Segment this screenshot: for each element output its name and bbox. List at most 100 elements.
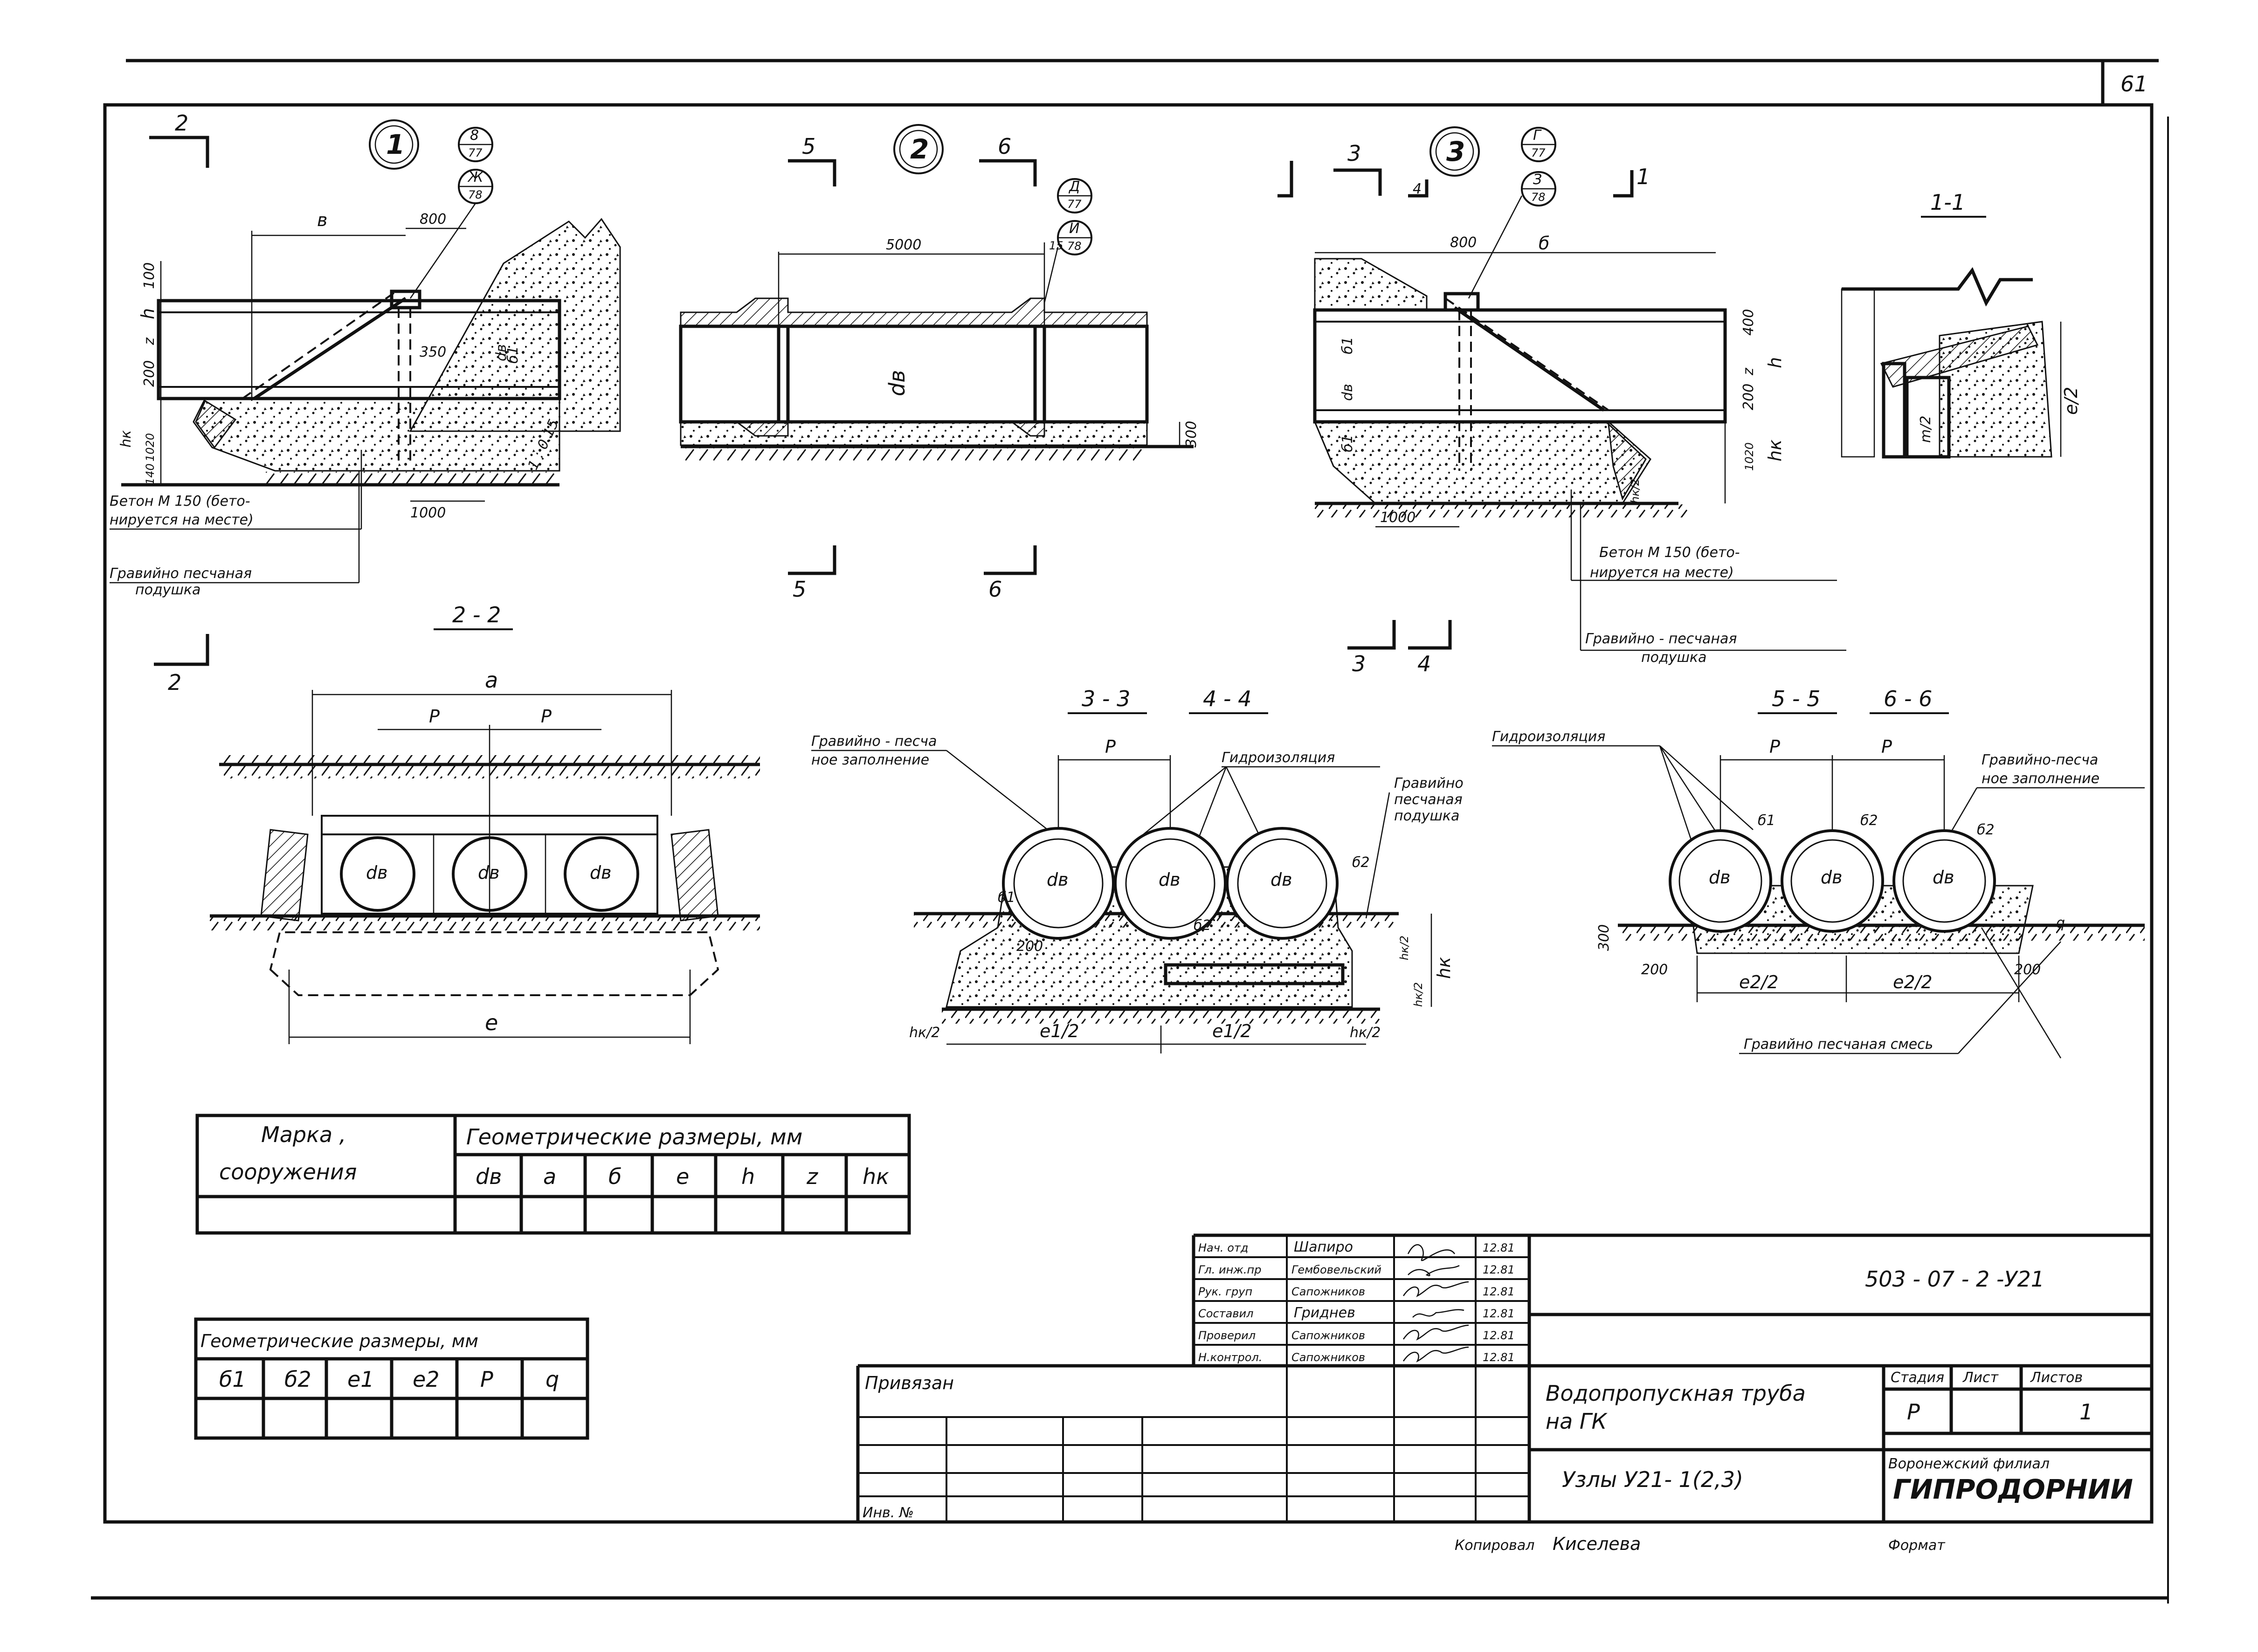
handwritten-signatures	[1402, 1244, 1469, 1363]
svg-text:6: 6	[998, 134, 1011, 159]
svg-text:Г: Г	[1533, 127, 1542, 144]
svg-text:P: P	[1881, 737, 1892, 757]
svg-text:3 - 3: 3 - 3	[1082, 686, 1130, 711]
svg-text:нируется на месте): нируется на месте)	[1590, 564, 1734, 581]
svg-text:hк: hк	[1765, 440, 1785, 461]
svg-text:12.81: 12.81	[1483, 1329, 1515, 1342]
drawing-code: 503 - 07 - 2 -У21	[1865, 1267, 2044, 1292]
svg-text:Гравийно - песча: Гравийно - песча	[811, 733, 937, 750]
svg-text:200: 200	[1740, 384, 1757, 410]
svg-text:6: 6	[988, 577, 1002, 602]
svg-text:5: 5	[802, 134, 815, 159]
svg-text:Нач. отд: Нач. отд	[1198, 1241, 1248, 1254]
svg-text:dв: dв	[590, 862, 612, 883]
page-number: 61	[2120, 71, 2148, 96]
svg-text:dв: dв	[884, 370, 910, 396]
svg-text:Привязан: Привязан	[865, 1373, 954, 1393]
svg-text:Гравийно: Гравийно	[1394, 775, 1464, 792]
svg-text:P: P	[480, 1367, 493, 1392]
section-5-5-6-6-drawing: 5 - 5 6 - 6 Гидроизоляция Гравийно-песча…	[1492, 686, 2145, 1059]
svg-text:Гравийно - песчаная: Гравийно - песчаная	[1585, 631, 1737, 647]
svg-text:Копировал: Копировал	[1455, 1537, 1534, 1554]
dimensions-table-1: Марка , сооружения Геометрические размер…	[195, 1114, 911, 1235]
svg-text:300: 300	[1596, 924, 1612, 951]
svg-text:12.81: 12.81	[1483, 1263, 1515, 1276]
svg-text:P: P	[429, 706, 440, 727]
svg-text:dв: dв	[366, 862, 388, 883]
node-2-number: 2	[910, 133, 929, 165]
svg-text:Гриднев: Гриднев	[1294, 1305, 1355, 1321]
svg-text:800: 800	[1450, 234, 1477, 251]
svg-text:1020: 1020	[144, 433, 157, 461]
svg-text:И: И	[1069, 220, 1079, 237]
svg-text:200: 200	[2014, 962, 2041, 978]
svg-text:б1: б1	[998, 889, 1015, 906]
svg-text:2 - 2: 2 - 2	[452, 602, 501, 627]
svg-text:Инв. №: Инв. №	[863, 1505, 914, 1521]
svg-text:a: a	[543, 1164, 556, 1189]
svg-text:12.81: 12.81	[1483, 1307, 1515, 1320]
svg-text:б2: б2	[1352, 854, 1370, 871]
svg-text:e2/2: e2/2	[1739, 972, 1779, 992]
svg-text:P: P	[541, 706, 552, 727]
svg-text:б1: б1	[1340, 337, 1356, 354]
dimensions-table-2: Геометрические размеры, мм б1 б2 e1 e2 P…	[194, 1317, 589, 1440]
node-3-number: 3	[1446, 136, 1465, 167]
svg-text:3: 3	[1352, 651, 1366, 676]
svg-text:Геометрические размеры, мм: Геометрические размеры, мм	[466, 1124, 802, 1150]
svg-text:Гравийно-песча: Гравийно-песча	[1982, 752, 2098, 768]
svg-text:hк/2: hк/2	[1412, 982, 1425, 1007]
svg-text:1: 1	[2079, 1399, 2093, 1425]
section-2-2-drawing: 2 - 2 2 dв dв dв a P P e	[154, 602, 760, 1044]
svg-text:Киселева: Киселева	[1553, 1534, 1641, 1554]
svg-text:Марка ,: Марка ,	[261, 1122, 346, 1147]
svg-text:Стадия: Стадия	[1891, 1370, 1944, 1386]
svg-text:h: h	[1765, 357, 1785, 368]
section-3-3-4-4-drawing: 3 - 3 4 - 4 Гравийно - песча ное заполне…	[811, 686, 1464, 1053]
svg-text:z: z	[1740, 367, 1757, 376]
svg-text:m/2: m/2	[1918, 416, 1934, 443]
svg-text:б1: б1	[505, 346, 521, 364]
node-2-drawing: 2 5 6 Д77 И78 dв 5000 15 300 5 6	[679, 124, 1200, 602]
svg-text:песчаная: песчаная	[1394, 792, 1463, 808]
svg-text:Составил: Составил	[1198, 1307, 1253, 1320]
svg-text:б1: б1	[1758, 812, 1775, 829]
svg-text:hк: hк	[863, 1164, 889, 1189]
svg-text:б: б	[1539, 233, 1549, 254]
svg-text:e: e	[485, 1010, 498, 1035]
section-1-1-drawing: 1-1 m/2 е/2	[1841, 190, 2081, 459]
svg-text:2: 2	[175, 110, 188, 136]
svg-text:б2: б2	[1194, 917, 1211, 934]
svg-text:77: 77	[1067, 198, 1082, 211]
svg-text:6 - 6: 6 - 6	[1884, 686, 1932, 711]
svg-text:2: 2	[168, 670, 181, 695]
svg-text:4: 4	[1417, 651, 1431, 676]
svg-text:Листов: Листов	[2030, 1370, 2083, 1386]
svg-text:q: q	[2056, 915, 2065, 931]
svg-text:б: б	[608, 1164, 621, 1189]
svg-text:в: в	[317, 210, 327, 230]
svg-text:e1/2: e1/2	[1212, 1021, 1252, 1041]
svg-text:5: 5	[793, 577, 806, 602]
svg-text:800: 800	[420, 211, 446, 227]
svg-text:dв: dв	[1047, 869, 1069, 890]
svg-text:ное заполнение: ное заполнение	[811, 752, 929, 768]
svg-text:77: 77	[468, 146, 483, 159]
svg-text:78: 78	[1067, 240, 1082, 253]
svg-text:Сапожников: Сапожников	[1291, 1329, 1365, 1342]
svg-text:б2: б2	[1860, 812, 1878, 829]
svg-text:Сапожников: Сапожников	[1291, 1351, 1365, 1364]
svg-text:ГИПРОДОРНИИ: ГИПРОДОРНИИ	[1893, 1473, 2133, 1505]
svg-text:dв: dв	[1709, 867, 1731, 888]
svg-text:200: 200	[1641, 962, 1668, 978]
svg-text:Бетон М 150 (бето-: Бетон М 150 (бето-	[110, 493, 250, 509]
svg-text:Шапиро: Шапиро	[1294, 1239, 1353, 1255]
svg-text:нируется на месте): нируется на месте)	[110, 512, 254, 528]
svg-text:1: 1	[1637, 164, 1650, 189]
svg-text:на ГК: на ГК	[1546, 1409, 1608, 1434]
svg-text:e1: e1	[347, 1367, 374, 1392]
svg-text:5 - 5: 5 - 5	[1772, 686, 1820, 711]
svg-text:e2/2: e2/2	[1893, 972, 1933, 992]
svg-text:е: е	[676, 1164, 689, 1189]
